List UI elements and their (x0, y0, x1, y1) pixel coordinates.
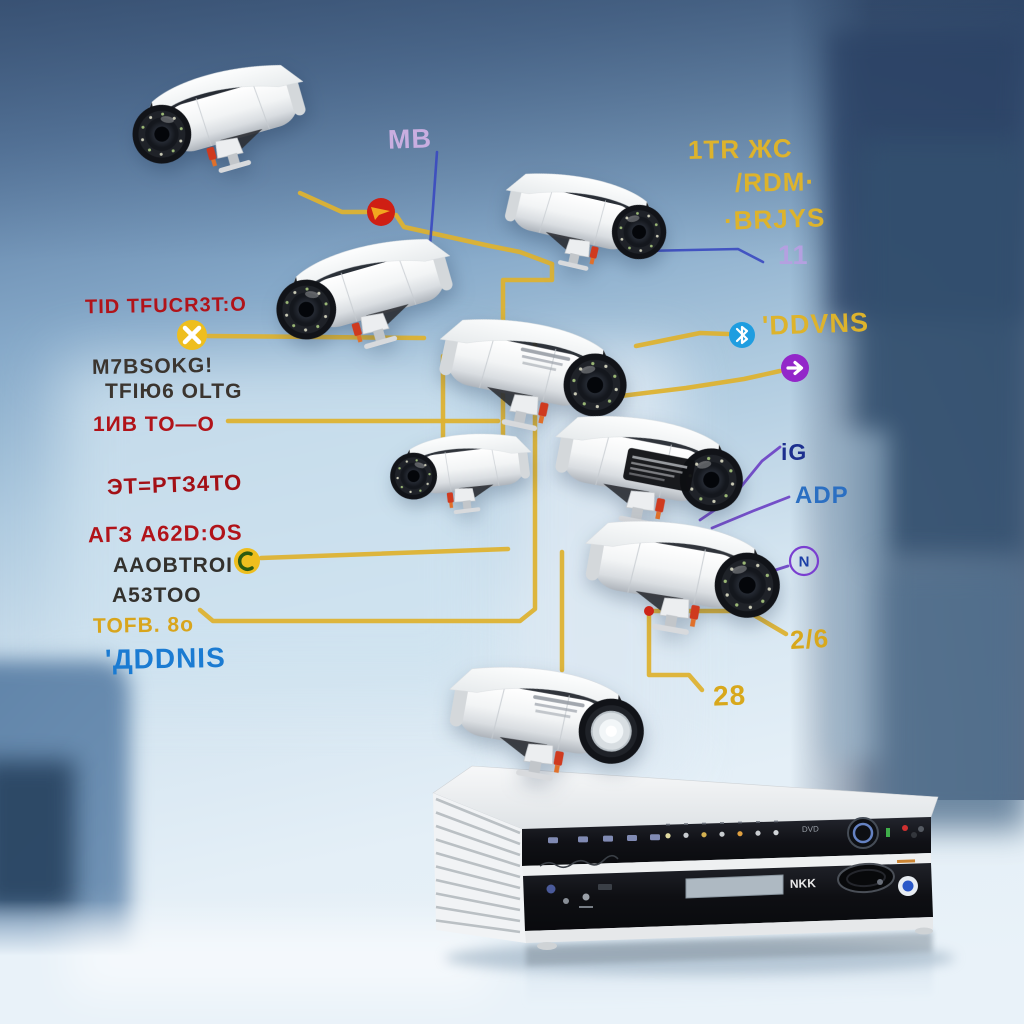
cable (610, 368, 783, 400)
label-ig: iG (781, 439, 808, 465)
label-tfi-oltg: TFIЮ6 OLTG (105, 380, 243, 403)
security-camera-8 (448, 667, 644, 781)
label-2-6: 2/6 (789, 622, 830, 656)
label-ddvns: 'DDVNS (761, 307, 870, 341)
n-circle-icon: N (788, 545, 820, 577)
label-mbsokg: M7BSOKG! (91, 353, 214, 380)
dvr-body: DVD NKK (432, 765, 955, 1008)
label-tid-tfucr: TID TFUCR3T:O (84, 293, 248, 319)
label-1tr-zc: 1TR ЖC (687, 133, 793, 165)
security-camera-4 (439, 319, 627, 431)
svg-text:N: N (799, 554, 810, 571)
eye-circle-icon (234, 548, 260, 574)
cable (710, 495, 791, 530)
label-brjys: ·BRJYS (723, 202, 826, 236)
bluetooth-icon (729, 322, 755, 348)
label-aaobtrol: AAOBTROI (113, 554, 233, 577)
arrow-circle-icon (781, 354, 809, 382)
label-tofb: TOFB. 8o (92, 613, 195, 638)
label-mb: MB (387, 123, 433, 155)
label-otpt4to: ЭT=PTЗ4TO (106, 469, 243, 500)
cable (393, 212, 555, 267)
label-1mb-to: 1ИB TO—O (93, 413, 215, 436)
security-camera-7 (584, 521, 780, 635)
cable (197, 335, 538, 624)
cable (258, 546, 511, 561)
label-28: 28 (712, 679, 747, 712)
dvr-brand: NKK (790, 876, 817, 891)
label-a62dos: AГЗ A62D:OS (87, 519, 243, 548)
security-camera-5 (390, 433, 532, 515)
dvd-badge: DVD (802, 824, 819, 834)
label-adp: ADP (795, 482, 849, 509)
label-a53too: A53TOO (112, 584, 202, 607)
cable (641, 247, 765, 264)
label-ddnis: 'ДDDNIS (104, 641, 226, 676)
junction-dot (644, 606, 654, 616)
cable (633, 330, 731, 349)
security-camera-6 (555, 415, 743, 527)
cable (297, 190, 369, 215)
security-camera-1 (132, 64, 306, 173)
x-circle-icon (177, 320, 207, 350)
security-camera-2 (505, 173, 667, 271)
label-11: 11 (778, 240, 809, 270)
cable (646, 608, 705, 693)
security-camera-3 (276, 239, 453, 349)
label-rdm: /RDM· (734, 166, 816, 198)
cursor-circle-icon (367, 198, 395, 226)
